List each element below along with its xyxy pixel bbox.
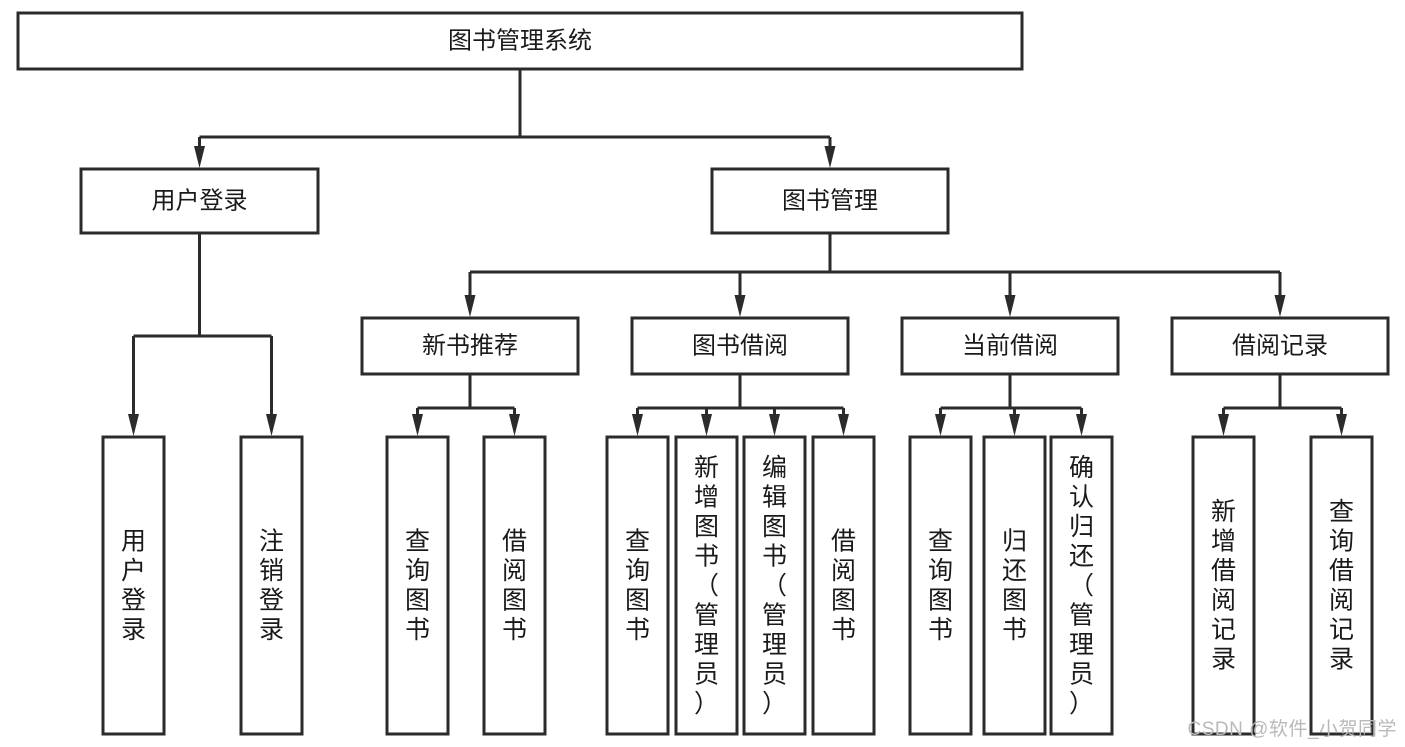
node-leaf-borrow-book[interactable]: 借阅图书 [811, 435, 876, 736]
node-box [811, 435, 876, 736]
node-label: 查询图书 [928, 528, 953, 645]
node-new-book-recommend[interactable]: 新书推荐 [360, 316, 580, 376]
node-label: 借阅图书 [831, 528, 856, 645]
node-label: 查询图书 [625, 528, 650, 645]
node-label: 编辑图书（管理员） [762, 454, 787, 718]
arrow-head [1009, 414, 1020, 436]
arrow-head [734, 295, 746, 317]
node-box [1049, 435, 1114, 736]
node-box [900, 316, 1120, 376]
node-box [385, 435, 450, 736]
node-leaf-logout-login[interactable]: 注销登录 [239, 435, 304, 736]
arrow-head [194, 146, 205, 168]
node-box [1191, 435, 1256, 736]
node-box [982, 435, 1047, 736]
node-box [674, 435, 739, 736]
node-leaf-user-login[interactable]: 用户登录 [101, 435, 166, 736]
arrow-head [1336, 414, 1347, 436]
arrow-head [701, 414, 712, 436]
node-leaf-query-book-borrow[interactable]: 查询图书 [605, 435, 670, 736]
node-leaf-return-book[interactable]: 归还图书 [982, 435, 1047, 736]
arrow-head [824, 146, 836, 168]
node-label: 查询图书 [405, 528, 430, 645]
node-label: 新增借阅记录 [1211, 498, 1236, 674]
node-box [710, 167, 950, 235]
arrow-head [632, 414, 643, 436]
node-layer: 图书管理系统用户登录图书管理新书推荐图书借阅当前借阅借阅记录用户登录注销登录查询… [16, 11, 1390, 736]
node-root[interactable]: 图书管理系统 [16, 11, 1024, 71]
node-label: 新增图书（管理员） [694, 454, 719, 718]
node-label: 新书推荐 [422, 332, 518, 359]
node-leaf-borrow-book-recommend[interactable]: 借阅图书 [482, 435, 547, 736]
node-label: 用户登录 [152, 187, 248, 214]
arrow-head [935, 414, 946, 436]
arrow-head [1076, 414, 1087, 436]
node-label: 确认归还（管理员） [1069, 454, 1094, 718]
node-box [360, 316, 580, 376]
arrow-head [838, 414, 849, 436]
node-label: 查询借阅记录 [1329, 498, 1354, 674]
arrow-head [1218, 414, 1229, 436]
arrow-head [412, 414, 423, 436]
arrow-head [266, 414, 277, 436]
node-box [239, 435, 304, 736]
node-leaf-confirm-return-admin[interactable]: 确认归还（管理员） [1049, 435, 1114, 736]
node-box [482, 435, 547, 736]
node-box [605, 435, 670, 736]
node-box [1170, 316, 1390, 376]
arrow-head [1004, 295, 1016, 317]
node-leaf-add-book-admin[interactable]: 新增图书（管理员） [674, 435, 739, 736]
node-user-login[interactable]: 用户登录 [79, 167, 320, 235]
node-leaf-query-book-recommend[interactable]: 查询图书 [385, 435, 450, 736]
node-box [16, 11, 1024, 71]
node-label: 图书管理系统 [448, 27, 592, 54]
node-box [630, 316, 850, 376]
arrow-head [769, 414, 780, 436]
node-label: 当前借阅 [962, 332, 1058, 359]
node-box [1309, 435, 1374, 736]
node-leaf-add-borrow-record[interactable]: 新增借阅记录 [1191, 435, 1256, 736]
node-box [742, 435, 807, 736]
node-book-borrow[interactable]: 图书借阅 [630, 316, 850, 376]
arrow-head [509, 414, 520, 436]
node-label: 借阅图书 [502, 528, 527, 645]
node-book-management[interactable]: 图书管理 [710, 167, 950, 235]
connector-layer [128, 69, 1347, 436]
node-borrow-record[interactable]: 借阅记录 [1170, 316, 1390, 376]
node-box [79, 167, 320, 235]
arrow-head [1274, 295, 1286, 317]
node-label: 图书管理 [782, 187, 878, 214]
node-box [908, 435, 973, 736]
node-leaf-query-book-current[interactable]: 查询图书 [908, 435, 973, 736]
node-label: 用户登录 [121, 528, 146, 645]
node-leaf-edit-book-admin[interactable]: 编辑图书（管理员） [742, 435, 807, 736]
node-label: 归还图书 [1002, 528, 1027, 645]
arrow-head [464, 295, 476, 317]
node-label: 注销登录 [259, 528, 284, 645]
node-label: 图书借阅 [692, 332, 788, 359]
node-box [101, 435, 166, 736]
node-leaf-query-borrow-record[interactable]: 查询借阅记录 [1309, 435, 1374, 736]
node-current-borrow[interactable]: 当前借阅 [900, 316, 1120, 376]
arrow-head [128, 414, 139, 436]
node-label: 借阅记录 [1232, 332, 1328, 359]
